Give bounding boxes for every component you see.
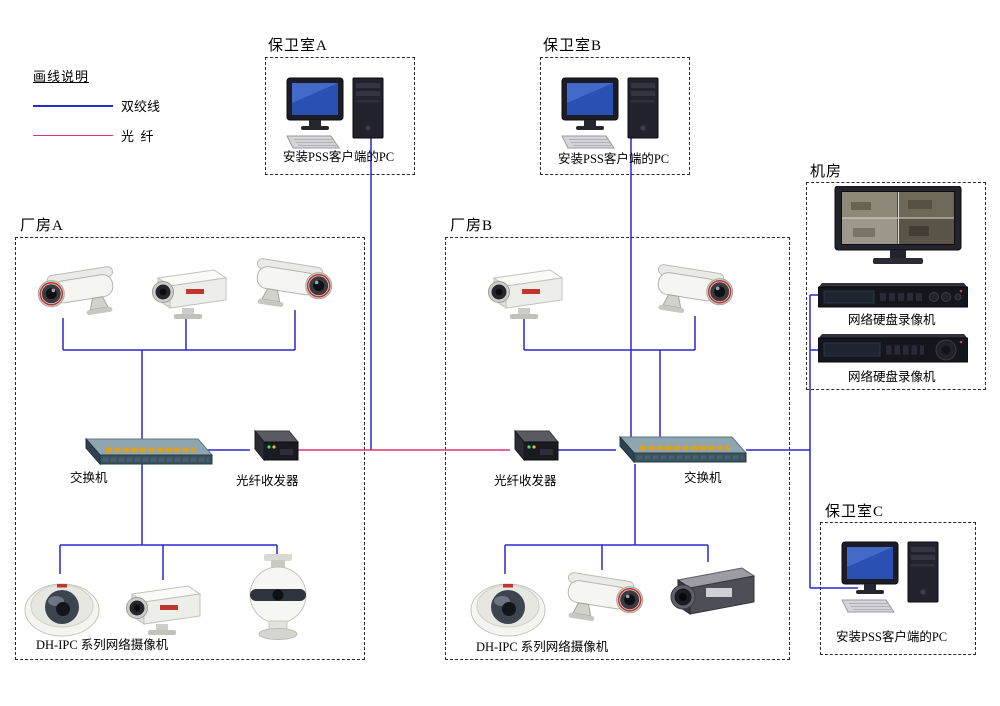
plant-b-fiber-transceiver-icon	[506, 424, 562, 466]
machine-room-monitor-icon	[833, 186, 963, 268]
plant-a-box-camera-2-icon	[116, 576, 208, 638]
legend-row-twisted-pair: 双绞线	[33, 96, 160, 115]
plant-b-switch-icon	[606, 432, 748, 470]
plant-b-bullet-camera-2-icon	[556, 566, 656, 630]
plant-b-box-camera-icon	[478, 260, 570, 322]
plant-a-bullet-camera-2-icon	[245, 252, 345, 316]
machine-room-title: 机房	[808, 160, 845, 181]
guard-b-pc-label: 安装PSS客户端的PC	[558, 152, 670, 166]
guard-c-pc-label: 安装PSS客户端的PC	[836, 630, 948, 644]
plant-a-box-camera-1-icon	[142, 260, 234, 322]
plant-b-transceiver-label: 光纤收发器	[494, 474, 557, 488]
nvr-2-icon	[818, 334, 968, 364]
zone-guard-room-a	[265, 57, 415, 175]
plant-b-title: 厂房B	[448, 214, 496, 235]
plant-a-fiber-transceiver-icon	[246, 424, 302, 466]
legend: 画线说明 双绞线 光 纤	[33, 66, 160, 145]
nvr-2-label: 网络硬盘录像机	[848, 370, 936, 384]
plant-a-cameras-label: DH-IPC 系列网络摄像机	[36, 638, 169, 652]
guard-room-c-title: 保卫室C	[823, 500, 887, 521]
twisted-pair-line-sample	[33, 104, 113, 107]
plant-a-title: 厂房A	[18, 214, 66, 235]
plant-b-cameras-label: DH-IPC 系列网络摄像机	[476, 640, 609, 654]
guard-room-a-title: 保卫室A	[266, 34, 330, 55]
plant-b-shoebox-camera-icon	[660, 560, 758, 630]
nvr-1-label: 网络硬盘录像机	[848, 313, 936, 327]
plant-a-bullet-camera-1-icon	[25, 260, 125, 324]
guard-a-pc-icon	[285, 76, 397, 150]
legend-title: 画线说明	[33, 69, 90, 84]
plant-b-switch-label: 交换机	[684, 471, 722, 485]
plant-a-transceiver-label: 光纤收发器	[236, 474, 299, 488]
guard-a-pc-label: 安装PSS客户端的PC	[283, 150, 395, 164]
guard-c-pc-icon	[840, 540, 952, 614]
twisted-pair-label: 双绞线	[121, 99, 161, 114]
zone-plant-a	[15, 237, 365, 660]
zone-machine-room	[806, 182, 986, 390]
fiber-label: 光 纤	[121, 129, 154, 144]
legend-row-fiber: 光 纤	[33, 126, 160, 145]
guard-b-pc-icon	[560, 76, 672, 150]
plant-b-dome-camera-icon	[468, 572, 548, 638]
fiber-line-sample	[33, 134, 113, 137]
plant-b-bullet-camera-1-icon	[646, 258, 746, 322]
nvr-1-icon	[818, 283, 968, 309]
plant-a-switch-label: 交换机	[70, 471, 108, 485]
plant-a-ptz-dome-camera-icon	[244, 554, 312, 642]
guard-room-b-title: 保卫室B	[541, 34, 605, 55]
plant-a-dome-camera-icon	[22, 572, 102, 638]
